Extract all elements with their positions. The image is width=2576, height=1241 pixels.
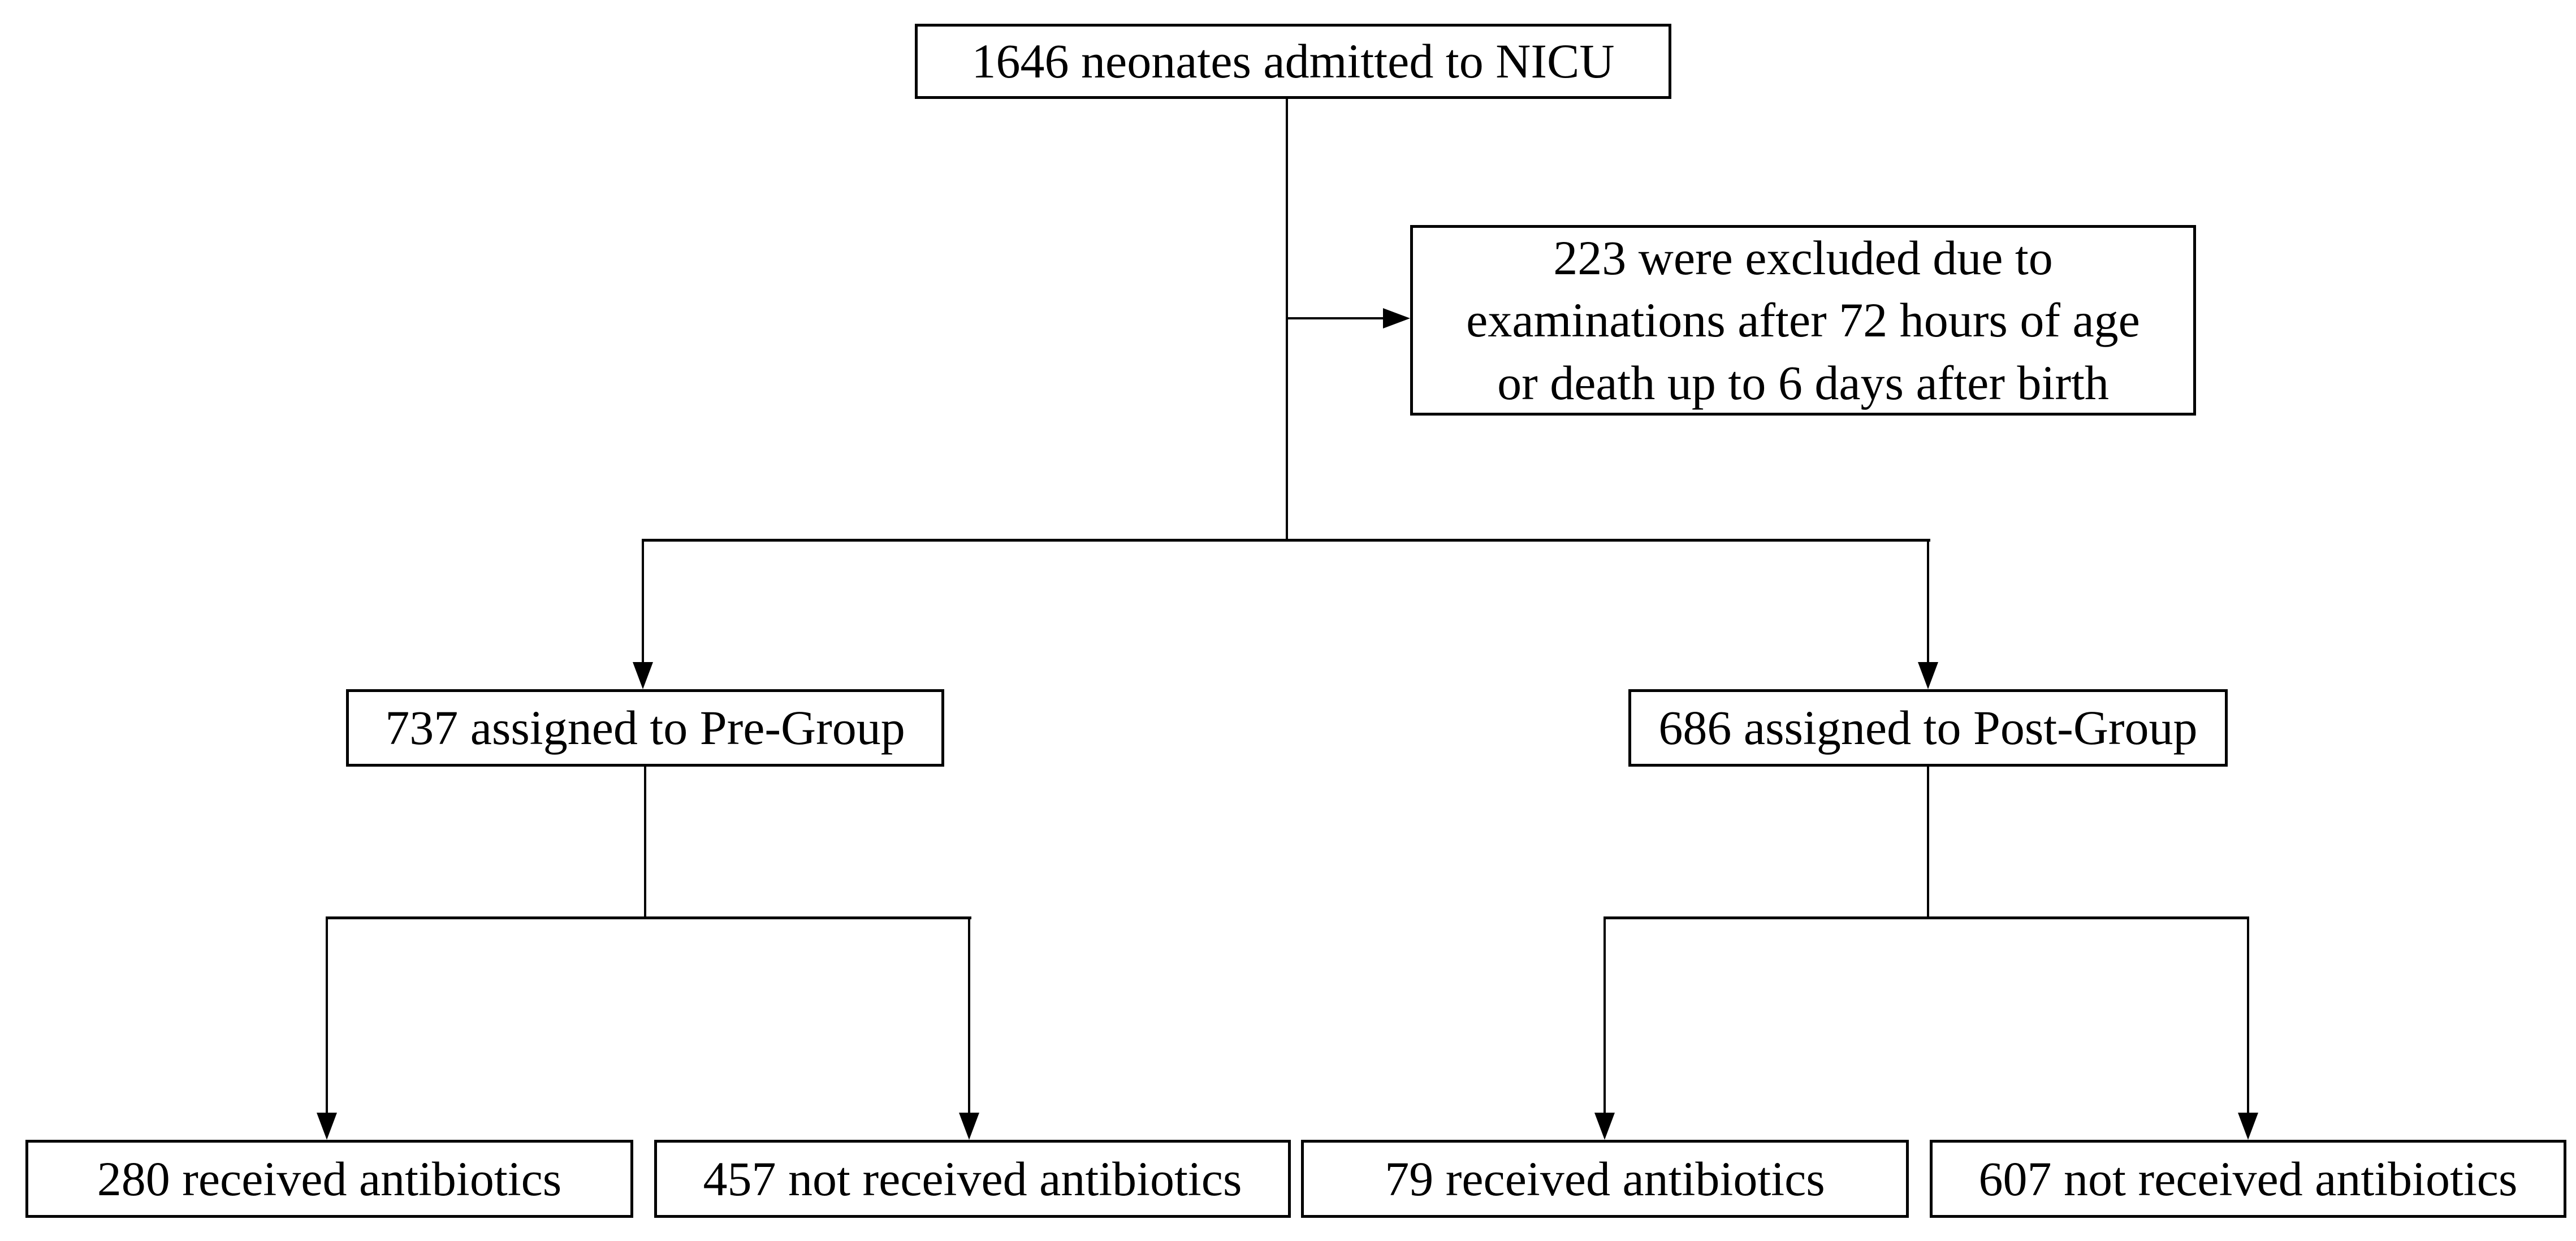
- connector-to-excluded: [1286, 317, 1383, 319]
- node-excluded: 223 were excluded due to examinations af…: [1410, 225, 2196, 416]
- connector-to-post-no-antibiotics: [2247, 916, 2249, 1114]
- connector-post-split-horizontal: [1603, 916, 2249, 919]
- node-excluded-line-2: examinations after 72 hours of age: [1466, 293, 2140, 348]
- node-pre-no-antibiotics: 457 not received antibiotics: [654, 1140, 1291, 1218]
- node-post-no-antibiotics: 607 not received antibiotics: [1930, 1140, 2566, 1218]
- node-post-group-label: 686 assigned to Post-Group: [1658, 701, 2198, 755]
- node-excluded-line-3: or death up to 6 days after birth: [1497, 355, 2109, 410]
- arrowhead-pre-group-icon: [633, 662, 653, 689]
- arrowhead-pre-antibiotics-icon: [317, 1113, 337, 1140]
- node-excluded-line-1: 223 were excluded due to: [1553, 231, 2053, 286]
- node-post-antibiotics-label: 79 received antibiotics: [1385, 1151, 1825, 1206]
- connector-to-post-antibiotics: [1603, 916, 1606, 1114]
- node-pre-no-antibiotics-label: 457 not received antibiotics: [703, 1151, 1242, 1206]
- arrowhead-pre-no-antibiotics-icon: [959, 1113, 979, 1140]
- node-pre-group-label: 737 assigned to Pre-Group: [385, 701, 905, 755]
- connector-to-pre-no-antibiotics: [968, 916, 970, 1114]
- connector-split-horizontal: [642, 539, 1930, 542]
- arrowhead-excluded-icon: [1383, 308, 1410, 328]
- connector-pre-split-horizontal: [326, 916, 971, 919]
- node-pre-antibiotics-label: 280 received antibiotics: [97, 1151, 562, 1206]
- connector-to-pre-group: [642, 539, 644, 664]
- node-admitted: 1646 neonates admitted to NICU: [915, 24, 1671, 99]
- node-admitted-label: 1646 neonates admitted to NICU: [971, 34, 1615, 89]
- node-post-antibiotics: 79 received antibiotics: [1301, 1140, 1909, 1218]
- arrowhead-post-group-icon: [1918, 662, 1938, 689]
- connector-pre-group-down: [644, 767, 646, 919]
- connector-post-group-down: [1927, 767, 1929, 919]
- connector-admitted-down: [1286, 99, 1288, 541]
- node-pre-antibiotics: 280 received antibiotics: [25, 1140, 633, 1218]
- node-excluded-label: 223 were excluded due to examinations af…: [1466, 227, 2140, 413]
- connector-to-pre-antibiotics: [326, 916, 328, 1114]
- node-post-no-antibiotics-label: 607 not received antibiotics: [1978, 1151, 2518, 1206]
- node-post-group: 686 assigned to Post-Group: [1628, 689, 2228, 767]
- node-pre-group: 737 assigned to Pre-Group: [346, 689, 944, 767]
- connector-to-post-group: [1927, 539, 1929, 664]
- arrowhead-post-no-antibiotics-icon: [2238, 1113, 2258, 1140]
- arrowhead-post-antibiotics-icon: [1594, 1113, 1615, 1140]
